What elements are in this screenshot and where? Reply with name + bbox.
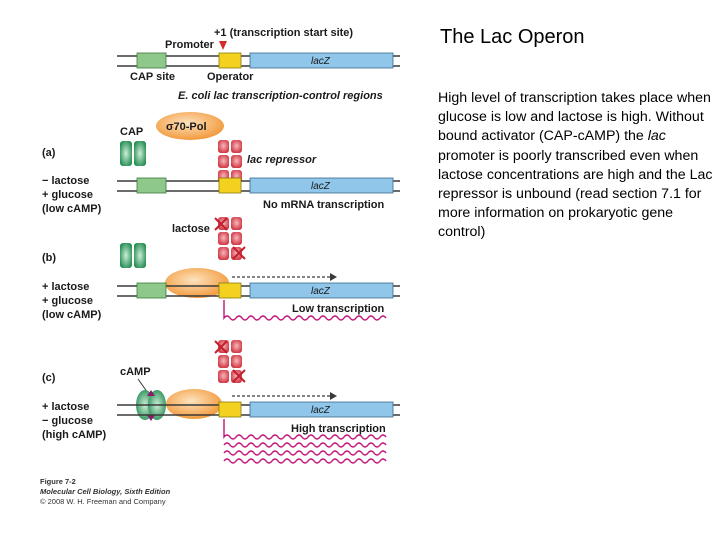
sigma-pol-label: σ70-Pol [166,121,207,133]
panel-b-cond2: + glucose [42,295,93,307]
lac-repressor-released-c [214,340,246,383]
lacz-box [249,52,394,69]
lac-repressor-text: lac repressor [247,154,317,166]
panel-c-result: High transcription [291,423,386,435]
mrna-strands-c [223,419,387,464]
panel-a-result: No mRNA transcription [263,199,384,211]
lac-operon-diagram: +1 (transcription start site) Promoter l… [40,27,400,506]
lacz-box-c [249,401,394,418]
caption-line-1: Figure 7-2 [40,477,76,486]
region-map: +1 (transcription start site) Promoter l… [117,27,400,102]
cap-site-box [136,52,167,69]
lac-repressor-released-b [214,217,246,260]
panel-c: cAMP (c) lacZ + lactose − glucose (high … [42,340,400,464]
panel-c-cond1: + lactose [42,401,89,413]
body-text-part-2: promoter is poorly transcribed even when… [438,147,713,241]
panel-b: lactose (b) lacZ + lactose + glucose (lo… [42,217,400,321]
cap-site-box-b [136,282,167,299]
lactose-label: lactose [172,223,210,235]
slide-body-text: High level of transcription takes place … [438,89,716,243]
operator-box [218,52,242,69]
cap-site-box-a [136,177,167,194]
body-text-part-1: High level of transcription takes place … [438,90,711,145]
lac-repressor-bound [218,140,242,183]
panel-b-result: Low transcription [292,303,385,315]
promoter-label: Promoter [165,39,215,51]
cap-protein-b [120,243,146,268]
lacz-label-b: lacZ [311,286,331,297]
lac-repressor-label: lac repressor [247,154,317,166]
cap-site-label: CAP site [130,71,175,83]
panel-c-cond3: (high cAMP) [42,429,106,441]
panel-a-cond3: (low cAMP) [42,203,102,215]
cap-label: CAP [120,126,143,138]
operator-box-a [218,177,242,194]
lacz-box-a [249,177,394,194]
camp-label: cAMP [120,366,151,378]
promoter-arrow-icon [219,41,227,50]
sigma-polymerase [156,112,224,140]
lacz-label-a: lacZ [311,181,331,192]
panel-c-letter: (c) [42,372,56,384]
cap-protein-a [120,141,146,166]
mrna-strand-b [223,300,387,321]
panel-c-cond2: − glucose [42,415,93,427]
arrowhead-icon [330,392,337,400]
caption-line-3: © 2008 W. H. Freeman and Company [40,497,166,506]
polymerase-c [166,389,222,419]
figure-caption: Figure 7-2 Molecular Cell Biology, Sixth… [40,477,171,506]
panel-b-cond1: + lactose [42,281,89,293]
tss-label: +1 (transcription start site) [214,27,353,39]
lacz-label: lacZ [311,56,331,67]
panel-a-letter: (a) [42,147,56,159]
caption-line-2: Molecular Cell Biology, Sixth Edition [40,487,171,496]
operator-label: Operator [207,71,254,83]
lacz-label-c: lacZ [311,405,331,416]
panel-a-cond1: − lactose [42,175,89,187]
polymerase-b [165,268,229,298]
slide-title: The Lac Operon [440,26,585,48]
lacz-box-b [249,282,394,299]
panel-a-cond2: + glucose [42,189,93,201]
panel-b-cond3: (low cAMP) [42,309,102,321]
regions-label: E. coli lac transcription-control region… [178,90,383,102]
operator-box-b [218,282,242,299]
body-text-italic: lac [647,128,666,145]
panel-b-letter: (b) [42,252,56,264]
operator-box-c [218,401,242,418]
arrowhead-icon [330,273,337,281]
panel-a: CAP σ70-Pol (a) − lactose + glucose (low… [42,112,400,215]
